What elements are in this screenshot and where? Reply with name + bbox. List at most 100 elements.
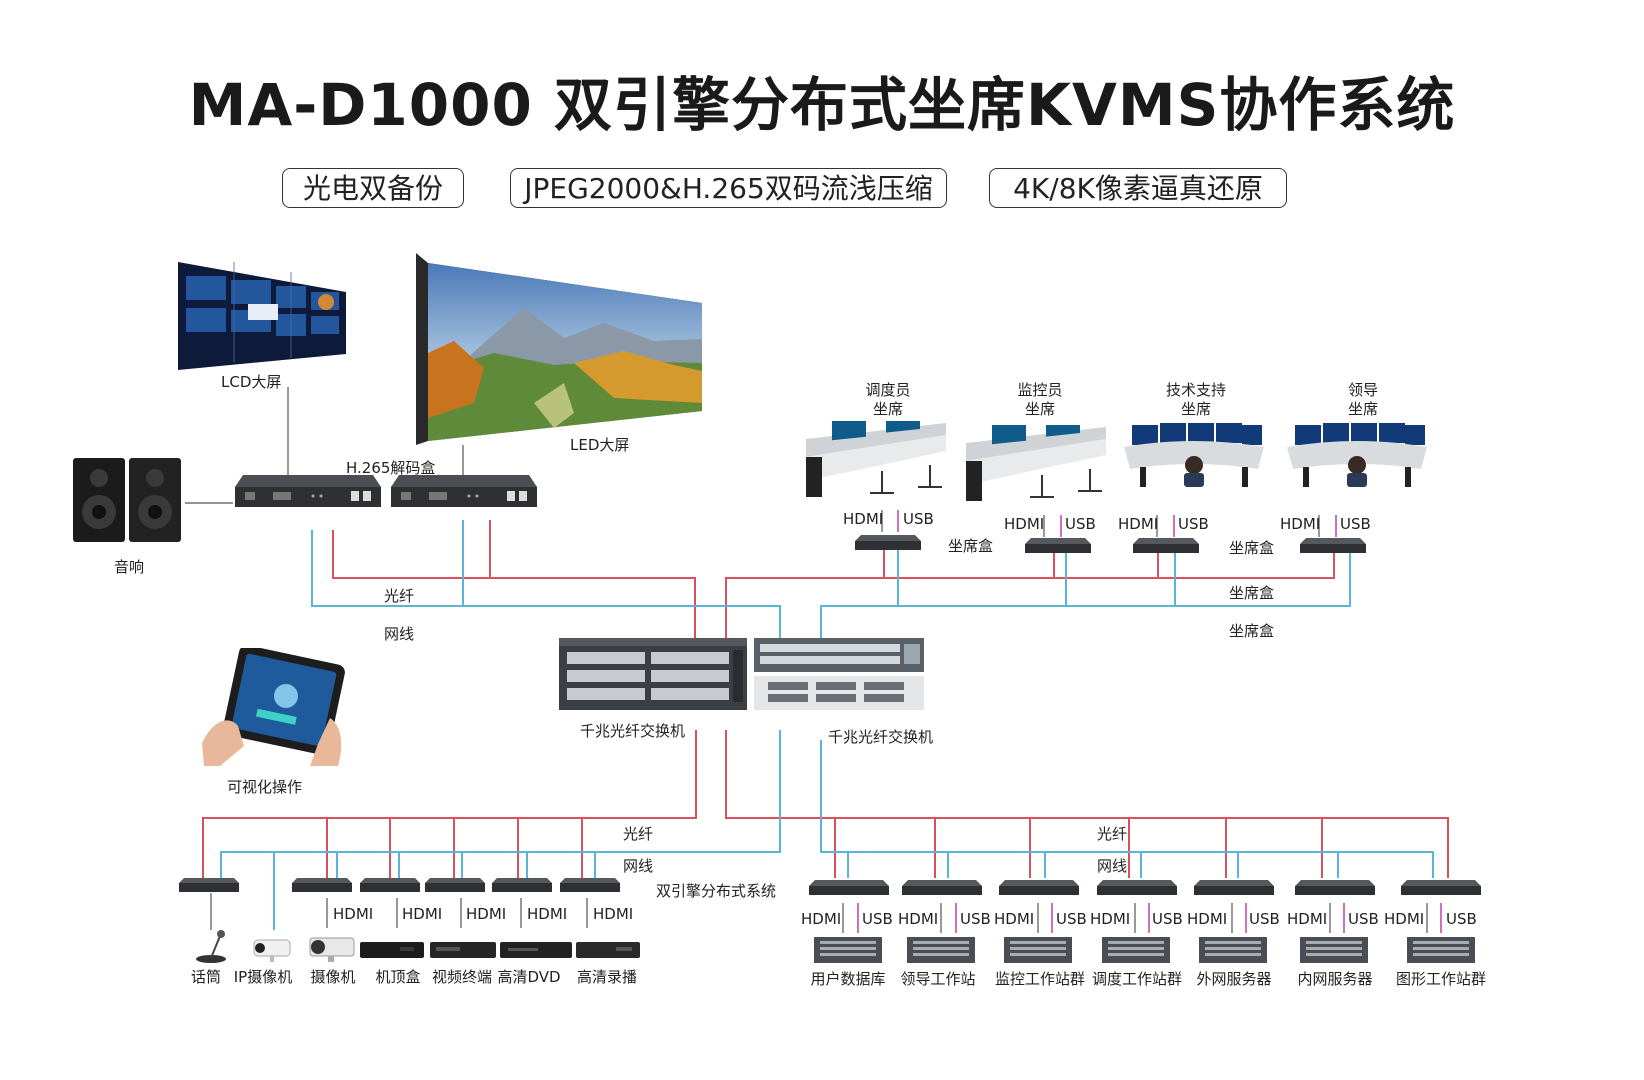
- system-label: 双引擎分布式系统: [656, 882, 777, 900]
- server-icon: [814, 937, 882, 963]
- decoder-box-icon: [235, 475, 381, 507]
- hdmi-label: HDMI: [593, 905, 634, 923]
- tablet-label: 可视化操作: [227, 778, 303, 796]
- seat-box-label: 坐席盒: [1229, 539, 1275, 557]
- device-label: 领导工作站: [900, 970, 976, 988]
- seat-label: 监控员 坐席: [1017, 381, 1063, 418]
- ip-camera-icon: [253, 939, 291, 962]
- usb-label: USB: [862, 910, 893, 928]
- device-label: 调度工作站群: [1091, 970, 1183, 988]
- hdmi-label: HDMI: [1118, 515, 1159, 533]
- feature-badge: 光电双备份: [282, 168, 464, 208]
- device-label: 图形工作站群: [1395, 970, 1487, 988]
- seat-box-label: 坐席盒: [1229, 622, 1275, 640]
- hdmi-label: HDMI: [1384, 910, 1425, 928]
- usb-label: USB: [1065, 515, 1096, 533]
- device-label: 外网服务器: [1196, 970, 1272, 988]
- feature-badge: 4K/8K像素逼真还原: [989, 168, 1287, 208]
- seat-box-icon: [1025, 538, 1091, 553]
- decoder-label: H.265解码盒: [346, 459, 436, 477]
- device-label: IP摄像机: [233, 968, 293, 986]
- lcd-label: LCD大屏: [221, 373, 282, 391]
- page-title: MA-D1000 双引擎分布式坐席KVMS协作系统: [188, 71, 1456, 139]
- hdmi-label: HDMI: [994, 910, 1035, 928]
- microphone-icon: [196, 930, 226, 963]
- usb-label: USB: [1249, 910, 1280, 928]
- speaker-icon: [73, 458, 181, 542]
- device-label: 高清录播: [576, 968, 638, 986]
- encoder-box-icon: [1401, 880, 1481, 895]
- network-label: 网线: [623, 857, 654, 875]
- tablet-icon: [202, 648, 345, 766]
- usb-marks: [857, 510, 1442, 933]
- switch-label: 千兆光纤交换机: [828, 728, 934, 746]
- server-icon: [1199, 937, 1267, 963]
- fiber-label: 光纤: [623, 825, 654, 843]
- server-icon: [1407, 937, 1475, 963]
- fiber-label: 光纤: [1097, 825, 1128, 843]
- seat-label: 调度员 坐席: [865, 381, 911, 418]
- hdmi-label: HDMI: [801, 910, 842, 928]
- device-label: 视频终端: [431, 968, 493, 986]
- encoder-box-icon: [292, 878, 352, 892]
- hdmi-label: HDMI: [1004, 515, 1045, 533]
- encoder-box-icon: [560, 878, 620, 892]
- network-label: 网线: [384, 625, 415, 643]
- usb-label: USB: [1152, 910, 1183, 928]
- device-label: 摄像机: [310, 968, 356, 986]
- switch-label: 千兆光纤交换机: [580, 722, 686, 740]
- hdmi-label: HDMI: [527, 905, 568, 923]
- usb-label: USB: [1446, 910, 1477, 928]
- server-icon: [1102, 937, 1170, 963]
- network-label: 网线: [1097, 857, 1128, 875]
- support-console-icon: [1124, 423, 1264, 487]
- hdmi-label: HDMI: [1280, 515, 1321, 533]
- hdmi-label: HDMI: [402, 905, 443, 923]
- device-label: 用户数据库: [810, 970, 886, 988]
- dispatcher-console-icon: [806, 421, 946, 497]
- hdmi-label: HDMI: [466, 905, 507, 923]
- monitor-console-icon: [966, 425, 1106, 501]
- encoder-box-icon: [999, 880, 1079, 895]
- usb-label: USB: [960, 910, 991, 928]
- encoder-box-icon: [492, 878, 552, 892]
- usb-label: USB: [1056, 910, 1087, 928]
- leader-console-icon: [1287, 423, 1427, 487]
- decoder-box-icon: [391, 475, 537, 507]
- led-wall-icon: [416, 253, 702, 445]
- gray-links: [185, 387, 1428, 933]
- encoder-box-icon: [425, 878, 485, 892]
- encoder-box-icon: [1097, 880, 1177, 895]
- server-icon: [1300, 937, 1368, 963]
- server-icon: [907, 937, 975, 963]
- encoder-box-icon: [1295, 880, 1375, 895]
- seat-box-label: 坐席盒: [1229, 584, 1275, 602]
- hdmi-label: HDMI: [333, 905, 374, 923]
- network-lines: [220, 520, 1434, 930]
- hdmi-label: HDMI: [1287, 910, 1328, 928]
- hdmi-label: HDMI: [898, 910, 939, 928]
- encoder-box-icon: [179, 878, 239, 892]
- set-top-box-icon: [360, 942, 424, 958]
- seat-box-icon: [1300, 538, 1366, 553]
- encoder-box-icon: [809, 880, 889, 895]
- device-label: 内网服务器: [1297, 970, 1373, 988]
- seat-label: 领导 坐席: [1347, 381, 1379, 418]
- device-label: 监控工作站群: [994, 970, 1086, 988]
- dvd-player-icon: [500, 942, 572, 958]
- recorder-icon: [576, 942, 640, 958]
- feature-badge: JPEG2000&H.265双码流浅压缩: [510, 168, 947, 208]
- video-terminal-icon: [430, 942, 496, 958]
- hdmi-label: HDMI: [1187, 910, 1228, 928]
- usb-label: USB: [1340, 515, 1371, 533]
- fiber-lines: [202, 520, 1449, 878]
- speaker-label: 音响: [114, 558, 145, 576]
- encoder-box-icon: [1194, 880, 1274, 895]
- device-label: 高清DVD: [497, 968, 561, 986]
- camera-icon: [309, 937, 355, 962]
- fiber-switch-chassis-icon: [559, 638, 747, 710]
- lcd-wall-icon: [178, 262, 346, 370]
- hdmi-label: HDMI: [1090, 910, 1131, 928]
- fiber-switch-stack-icon: [754, 638, 924, 710]
